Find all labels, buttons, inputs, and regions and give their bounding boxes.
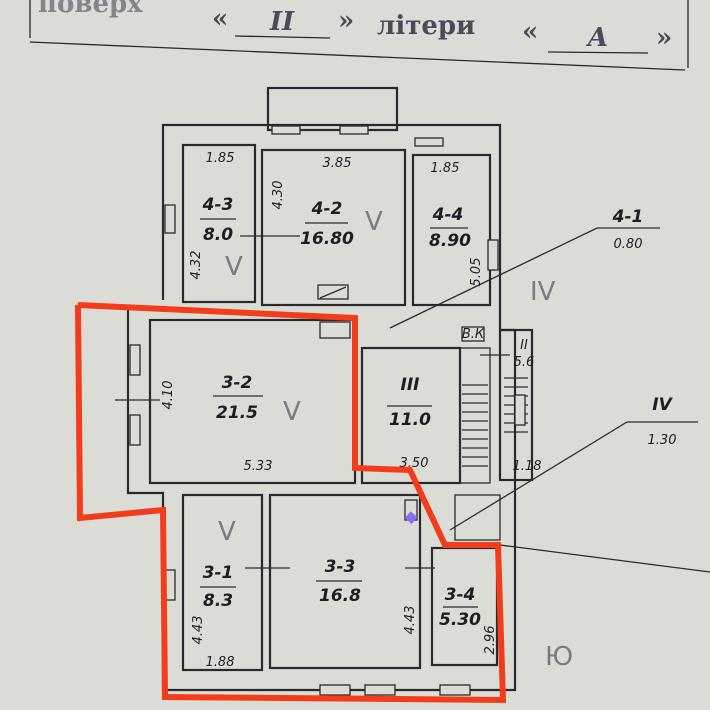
room-IV: IV 1.30 (648, 395, 677, 448)
room-3-1-area: 8.3 (203, 591, 233, 611)
room-III-id: ІІІ (401, 375, 420, 395)
room-4-3-width: 1.85 (206, 151, 235, 166)
room-II-area: 5.6 (514, 355, 535, 370)
room-3-2-width: 5.33 (244, 459, 273, 474)
room-4-2-area: 16.80 (300, 229, 354, 249)
room-3-2-id: 3-2 (222, 373, 253, 393)
room-4-3-area: 8.0 (203, 225, 233, 245)
room-II-extra: 1.18 (513, 459, 542, 474)
room-4-4-area: 8.90 (429, 231, 471, 251)
floor-value-line (234, 35, 331, 39)
room-3-3: 3-3 16.8 4.43 (316, 557, 418, 634)
room-3-3-area: 16.8 (319, 586, 361, 606)
room-3-4-length: 2.96 (483, 626, 498, 655)
room-4-3-length: 4.32 (189, 251, 204, 280)
pencil-marks: IV V V V V Ю (218, 207, 573, 672)
wc-label: В.К (462, 327, 485, 342)
window (164, 204, 176, 234)
header: поверх « ІІ » літери « А » (29, 0, 689, 71)
room-4-3: 1.85 4-3 8.0 4.32 (189, 151, 236, 279)
room-4-1-area: 0.80 (614, 237, 643, 252)
room-3-1-outline (181, 493, 264, 672)
room-3-2-length: 4.10 (161, 381, 176, 410)
windows (129, 125, 526, 696)
room-4-2-length: 4.30 (271, 181, 286, 210)
room-4-2-outline (260, 148, 407, 307)
pencil-check-4-3: V (225, 252, 243, 282)
floor-value: ІІ (269, 7, 295, 37)
window (319, 684, 351, 696)
window (271, 125, 301, 135)
room-IV-area: 1.30 (648, 433, 677, 448)
room-4-3-id: 4-3 (202, 195, 234, 215)
room-4-4-id: 4-4 (432, 205, 464, 225)
room-II-outline (498, 328, 534, 482)
room-4-4-outline (411, 153, 492, 307)
room-4-1: 4-1 0.80 (612, 207, 644, 252)
room-3-2: 3-2 21.5 5.33 4.10 (161, 373, 272, 474)
room-IV-id: IV (652, 395, 673, 415)
room-4-2-id: 4-2 (311, 199, 343, 219)
letter-value-line (547, 51, 649, 54)
window (339, 125, 369, 135)
pencil-check-3-2: V (283, 397, 301, 427)
floor-open-quote: « (212, 4, 228, 34)
room-3-3-id: 3-3 (325, 557, 356, 577)
room-3-4-area: 5.30 (439, 610, 481, 630)
floor-word: поверх (38, 0, 143, 19)
room-4-4-width: 1.85 (431, 161, 460, 176)
room-3-1-length: 4.43 (191, 616, 206, 645)
letter-open-quote: « (522, 17, 538, 47)
header-underline (29, 41, 686, 71)
window (514, 394, 526, 426)
room-3-1-id: 3-1 (203, 563, 234, 583)
room-II: В.К ІІ 5.6 1.18 (461, 326, 542, 474)
window (364, 684, 396, 696)
room-4-4-length: 5.05 (469, 258, 484, 287)
room-4-3-outline (181, 143, 257, 304)
room-4-1-id: 4-1 (612, 207, 644, 227)
letter-close-quote: » (656, 23, 672, 53)
leader-lines (115, 227, 710, 573)
marker-dot (404, 511, 418, 525)
room-3-4: 3-4 5.30 2.96 (439, 585, 498, 654)
room-3-3-length: 4.43 (403, 606, 418, 635)
window (129, 344, 141, 376)
room-3-2-area: 21.5 (216, 403, 258, 423)
window (129, 414, 141, 446)
floor-close-quote: » (338, 6, 354, 36)
window (439, 684, 471, 696)
window (414, 137, 444, 147)
room-3-3-outline (268, 493, 422, 670)
pencil-bottom: Ю (545, 642, 573, 672)
pencil-iv: IV (530, 277, 556, 307)
room-III-area: 11.0 (389, 410, 431, 430)
room-II-id: ІІ (520, 338, 528, 353)
room-4-4: 1.85 4-4 8.90 5.05 (429, 161, 484, 286)
window (487, 239, 499, 271)
room-3-4-id: 3-4 (445, 585, 476, 605)
pencil-check-4-2: V (365, 207, 383, 237)
room-4-2: 3.85 4-2 16.80 4.30 (271, 156, 354, 249)
letter-value: А (585, 23, 608, 53)
room-III: ІІІ 11.0 3.50 (387, 375, 432, 471)
room-4-2-width: 3.85 (323, 156, 352, 171)
letter-word: літери (377, 11, 475, 41)
pencil-check-3-1: V (218, 517, 236, 547)
highlighted-area-outline (75, 302, 507, 704)
room-3-1-width: 1.88 (206, 655, 235, 670)
room-3-1: 3-1 8.3 1.88 4.43 (191, 563, 236, 670)
